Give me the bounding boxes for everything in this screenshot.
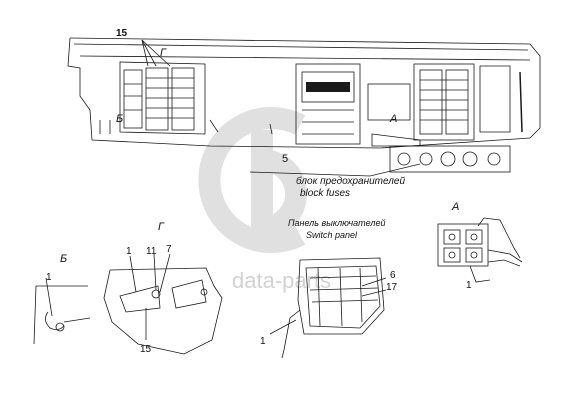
view-g-title: Г — [158, 221, 165, 233]
caption-switch-ru: Панель выключателей — [288, 218, 385, 228]
detail-view-g — [103, 253, 223, 355]
view-g-callout-1: 1 — [126, 246, 132, 257]
caption-fuse-en: block fuses — [300, 188, 350, 199]
watermark-logo — [198, 107, 307, 253]
caption-fuse-ru: блок предохранителей — [296, 175, 405, 187]
view-marker-g-top: Г — [160, 47, 167, 59]
switch-callout-6: 6 — [390, 270, 396, 281]
view-a-callout-1: 1 — [466, 280, 472, 291]
view-marker-b-top: Б — [116, 113, 123, 125]
switch-callout-1: 1 — [260, 336, 266, 347]
detail-view-b — [33, 277, 91, 345]
dashboard-assembly — [67, 37, 541, 177]
view-g-callout-15: 15 — [140, 344, 152, 355]
fuse-rows-left — [124, 77, 194, 119]
callout-5: 5 — [282, 153, 288, 165]
view-g-callout-7: 7 — [166, 244, 172, 255]
callout-15-top: 15 — [116, 28, 128, 39]
view-marker-a-top: А — [389, 113, 397, 125]
caption-switch-en: Switch panel — [306, 230, 358, 240]
watermark-text: data-parts — [232, 268, 331, 293]
view-a-title: А — [451, 201, 459, 213]
switch-callout-17: 17 — [386, 282, 398, 293]
view-b-title: Б — [60, 253, 67, 265]
view-g-callout-11: 11 — [146, 246, 157, 257]
view-b-callout-1: 1 — [46, 272, 52, 283]
fuse-grid-right — [419, 69, 469, 135]
detail-switch-panel — [269, 257, 387, 359]
detail-view-a — [437, 217, 523, 283]
